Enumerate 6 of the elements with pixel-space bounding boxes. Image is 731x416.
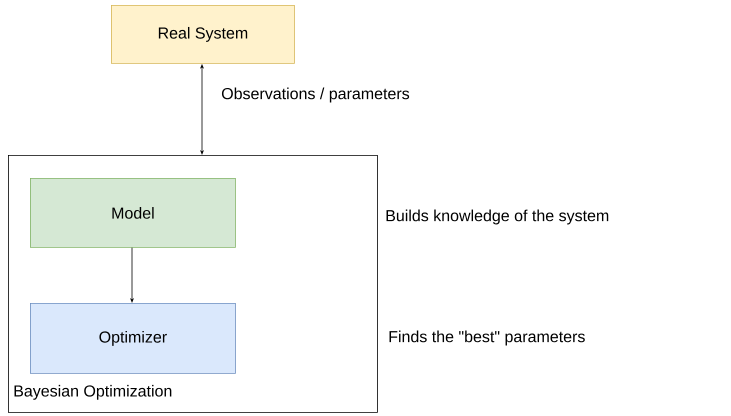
edge-label: Observations / parameters [222,88,410,102]
note-text: Builds knowledge of the system [386,210,608,224]
process-box: Optimizer [30,303,236,374]
note-text: Finds the "best" parameters [390,330,585,346]
process-box: Real System [111,5,295,64]
process-box: Model [30,178,236,248]
